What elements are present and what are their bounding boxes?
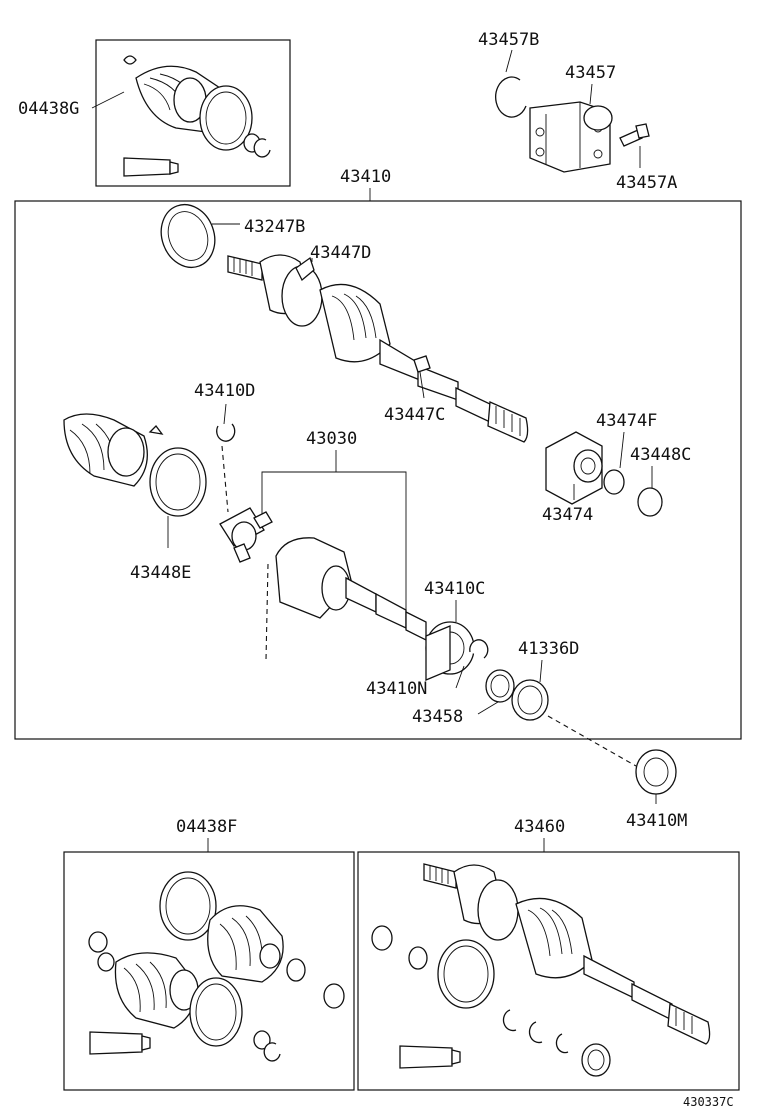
inner-boot-43448E (63, 413, 207, 517)
snap-ring-43410D (216, 423, 236, 442)
callout-43410C: 43410C (424, 579, 485, 599)
front-drive-shaft-outboard (227, 254, 529, 443)
outer-boot-band-43247B (160, 203, 216, 269)
seal-41336D (511, 679, 549, 721)
clamp-43448C (637, 487, 663, 517)
callout-43448C: 43448C (630, 445, 691, 465)
callout-43460: 43460 (514, 817, 565, 837)
callout-43474F: 43474F (596, 411, 657, 431)
callout-04438G: 04438G (18, 99, 79, 119)
callout-43457: 43457 (565, 63, 616, 83)
callout-41336D: 41336D (518, 639, 579, 659)
bearing-43410C (425, 621, 475, 681)
tripod-joint (219, 507, 273, 563)
callout-43474: 43474 (542, 505, 593, 525)
callout-43448E: 43448E (130, 563, 191, 583)
callout-43247B: 43247B (244, 217, 305, 237)
snap-ring-43457B (495, 76, 527, 118)
diagram-id: 430337C (683, 1095, 734, 1109)
ring-43474F (603, 469, 625, 495)
callout-43410N: 43410N (366, 679, 427, 699)
oil-seal-43410M (635, 749, 677, 795)
inboard-joint-shaft (275, 537, 427, 642)
boot-clamp-43447D (295, 256, 315, 282)
assembly-box-43460 (357, 851, 740, 1091)
callout-43458: 43458 (412, 707, 463, 727)
callout-43457B: 43457B (478, 30, 539, 50)
boot-kit-04438F (88, 871, 345, 1062)
boot-clamp-43447C (413, 355, 431, 373)
callout-04438F: 04438F (176, 817, 237, 837)
boot-kit-04438G (123, 55, 271, 177)
assembly-box-43410 (14, 200, 742, 740)
bearing-bracket-43457 (529, 101, 613, 173)
callout-43030: 43030 (306, 429, 357, 449)
callout-43410D: 43410D (194, 381, 255, 401)
callout-43457A: 43457A (616, 173, 677, 193)
bolt-43457A (619, 123, 650, 147)
callout-43410M: 43410M (626, 811, 687, 831)
kit-box-04438F (63, 851, 355, 1091)
drive-shaft-assembly-43460 (371, 863, 711, 1077)
outer-sleeve-43474 (545, 431, 603, 505)
callout-43447C: 43447C (384, 405, 445, 425)
kit-box-04438G (95, 39, 291, 187)
callout-43410: 43410 (340, 167, 391, 187)
bearing-43458 (485, 669, 515, 703)
callout-43447D: 43447D (310, 243, 371, 263)
snap-ring-43410N (469, 639, 489, 659)
